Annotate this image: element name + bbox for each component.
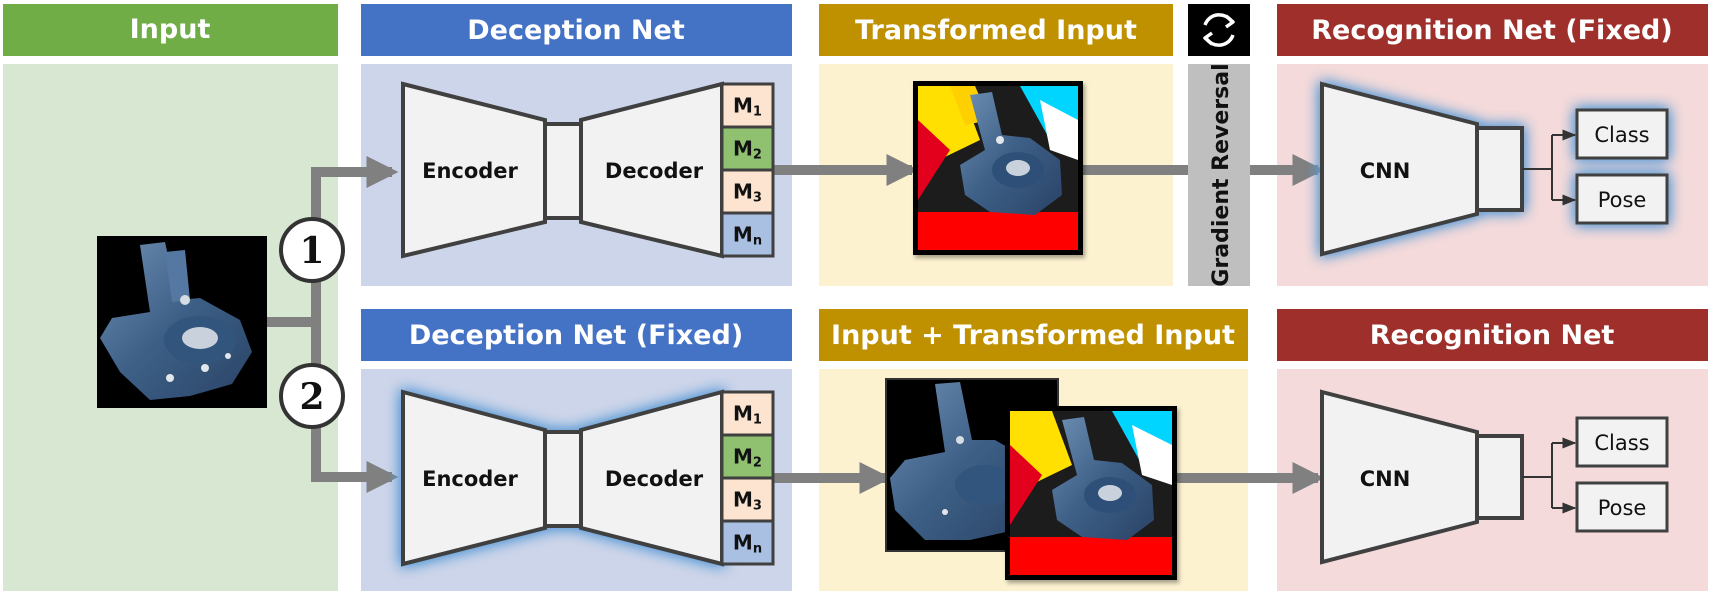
step-2-marker: 2 [279,363,345,429]
pose-output-box [1575,481,1669,533]
gradient-reversal-bar [1188,64,1250,286]
top-module-n-box [720,211,775,258]
recognition-net-fixed: CNN Class Pose [1320,81,1669,257]
recognition-net-fixed-header-label: Recognition Net (Fixed) [1311,15,1672,46]
bottleneck-box [543,122,583,220]
recognition-net-header-label: Recognition Net [1370,320,1615,351]
cnn-trapezoid-fixed [1320,81,1479,257]
transformed-image [913,81,1083,255]
step-1-label: 1 [299,230,324,272]
transformed-input-header [819,4,1173,56]
cnn-feature-box [1475,434,1524,520]
bottom-module-n-box [720,519,775,566]
input-plus-transformed-images [885,378,1177,580]
cnn-label-fixed: CNN [1360,159,1411,183]
deception-net-fixed-header-label: Deception Net (Fixed) [409,320,743,351]
bottleneck-box-fixed [543,430,583,528]
input-column: Input [3,4,338,591]
pose-output-box-fixed [1575,173,1669,225]
decoder-label-fixed: Decoder [605,467,704,491]
class-label-fixed: Class [1594,123,1649,147]
step-2-label: 2 [299,376,324,418]
encoder-trapezoid [401,81,547,259]
input-image [97,236,267,408]
input-plus-transformed-header-label: Input + Transformed Input [831,320,1235,351]
bottom-module-3-box [720,476,775,523]
cnn-trapezoid [1320,389,1479,565]
refresh-cycle-icon [1203,13,1235,47]
bottom-module-1-box [720,390,775,437]
recognition-net-header [1277,309,1708,361]
input-header-label: Input [130,14,211,45]
class-label: Class [1594,431,1649,455]
pose-label-fixed: Pose [1598,188,1647,212]
gradient-reversal-label: Gradient Reversal [1209,63,1234,286]
class-output-box-fixed [1575,108,1669,160]
bottom-module-2-box [720,433,775,480]
decoder-label: Decoder [605,159,704,183]
pose-label: Pose [1598,496,1647,520]
refresh-icon-bg [1188,4,1250,56]
step-1-marker: 1 [279,217,345,283]
recognition-net: CNN Class Pose [1320,389,1669,565]
cnn-feature-box-fixed [1475,126,1524,212]
transformed-input-header-label: Transformed Input [855,15,1137,46]
gradient-reversal: Gradient Reversal [1188,4,1250,287]
recognition-net-fixed-header [1277,4,1708,56]
encoder-label-fixed: Encoder [422,467,518,491]
encoder-label: Encoder [422,159,518,183]
transformed-input-thumbnail [1005,406,1177,580]
deception-net-fixed-header [361,309,792,361]
bottom-module-n-label: Mn [733,531,762,557]
input-plus-transformed-header [819,309,1248,361]
input-header [3,4,338,56]
class-output-box [1575,416,1669,468]
deception-net-header [361,4,792,56]
deception-net-header-label: Deception Net [467,15,685,46]
cnn-label: CNN [1360,467,1411,491]
